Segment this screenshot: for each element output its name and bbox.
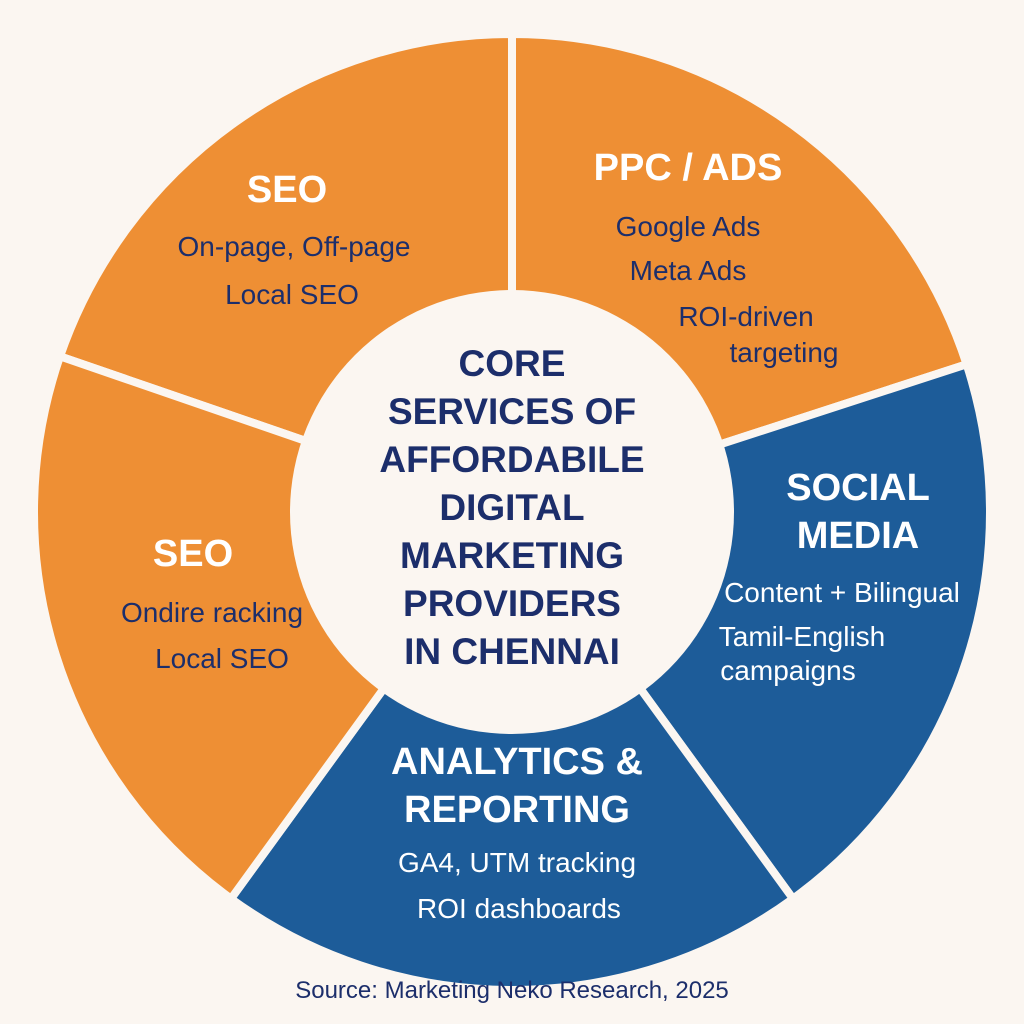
segment-line: targeting xyxy=(730,337,839,368)
segment-title: SEO xyxy=(153,533,233,575)
segment-line: Tamil-English xyxy=(719,621,886,652)
center-title-line: DIGITAL xyxy=(439,487,584,528)
center-title-line: MARKETING xyxy=(400,535,624,576)
segment-line: Local SEO xyxy=(155,643,289,674)
source-caption: Source: Marketing Neko Research, 2025 xyxy=(295,977,729,1004)
segment-line: Content + Bilingual xyxy=(724,577,960,608)
segment-analytics-reporting: ANALYTICS & REPORTING GA4, UTM tracking … xyxy=(391,741,643,924)
segment-line: Local SEO xyxy=(225,279,359,310)
segment-seo-top: SEO On-page, Off-page Local SEO xyxy=(178,169,411,310)
segment-line: GA4, UTM tracking xyxy=(398,847,636,878)
segment-seo-left: SEO Ondire racking Local SEO xyxy=(121,533,303,674)
segment-line: Ondire racking xyxy=(121,597,303,628)
center-circle xyxy=(290,290,734,734)
segment-line: ROI dashboards xyxy=(417,893,621,924)
segment-social-media: SOCIAL MEDIA Content + Bilingual Tamil-E… xyxy=(719,467,960,686)
segment-title: SEO xyxy=(247,169,327,211)
center-title-line: SERVICES OF xyxy=(388,391,636,432)
center-title-line: IN CHENNAI xyxy=(404,631,620,672)
segment-ppc-ads: PPC / ADS Google Ads Meta Ads ROI-driven… xyxy=(594,147,839,368)
center-title-line: CORE xyxy=(459,343,566,384)
center-title-line: PROVIDERS xyxy=(403,583,621,624)
center-title-line: AFFORDABILE xyxy=(379,439,644,480)
segment-title: MEDIA xyxy=(797,515,919,557)
center-title: CORE SERVICES OF AFFORDABILE DIGITAL MAR… xyxy=(379,343,644,672)
segment-line: ROI-driven xyxy=(678,301,813,332)
segment-line: On-page, Off-page xyxy=(178,231,411,262)
segment-title: PPC / ADS xyxy=(594,147,783,189)
segment-line: Meta Ads xyxy=(630,255,747,286)
segment-line: campaigns xyxy=(720,655,855,686)
segment-title: REPORTING xyxy=(404,789,630,831)
segment-title: ANALYTICS & xyxy=(391,741,643,783)
wedge-analytics-reporting xyxy=(225,505,799,994)
segment-line: Google Ads xyxy=(616,211,761,242)
segment-title: SOCIAL xyxy=(786,467,930,509)
